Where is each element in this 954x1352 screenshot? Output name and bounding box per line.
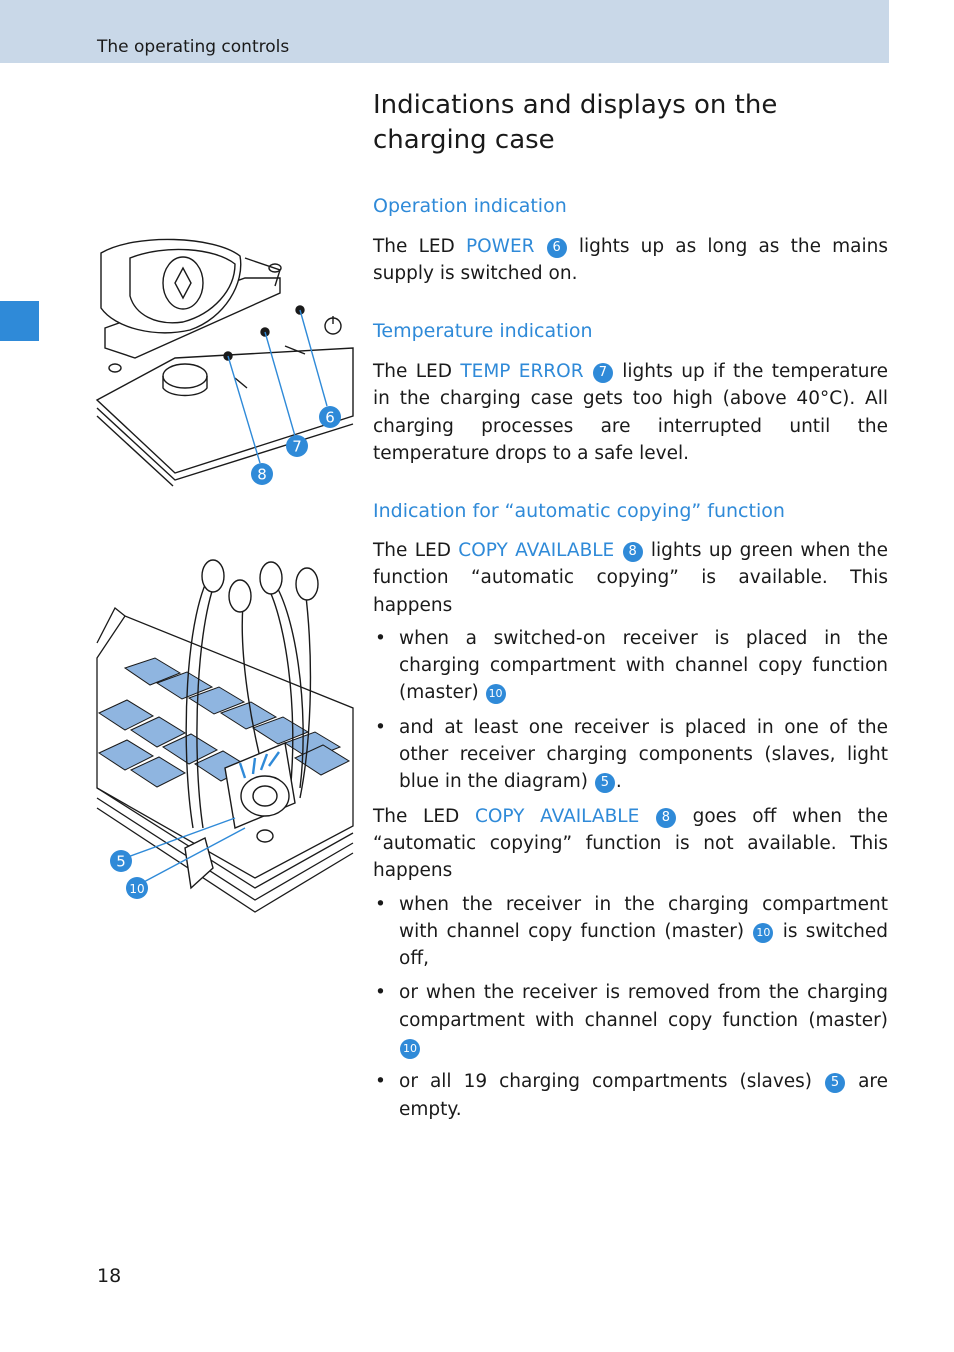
list-item: when a switched-on receiver is placed in… [373,625,888,707]
header-band [0,0,889,63]
svg-text:6: 6 [325,409,335,427]
heading-automatic-copying: Indication for “automatic copying” funct… [373,500,785,522]
copy-off-conditions: when the receiver in the charging compar… [373,891,888,1123]
led-copy-available-label: COPY AVAILABLE [458,540,615,561]
svg-text:5: 5 [116,853,126,871]
heading-operation-indication: Operation indication [373,195,567,217]
page-number: 18 [97,1265,122,1287]
badge-5: 5 [594,773,615,794]
badge-10: 10 [485,684,506,705]
copy-paragraph-on: The LED COPY AVAILABLE 8 lights up green… [373,540,888,616]
badge-8: 8 [655,807,676,828]
badge-8: 8 [622,542,643,562]
badge-7: 7 [592,363,613,383]
operation-section: The LED POWER 6 lights up as long as the… [373,233,888,288]
led-panel-illustration: 6 7 8 [95,238,354,487]
list-item: or when the receiver is removed from the… [373,979,888,1061]
led-temp-error-label: TEMP ERROR [460,361,584,382]
badge-10: 10 [400,1039,420,1060]
copy-paragraph-off: The LED COPY AVAILABLE 8 goes off when t… [373,805,888,882]
copy-section: The LED COPY AVAILABLE 8 lights up green… [373,537,888,1130]
callout-badges-lower: 5 10 [110,850,148,899]
badge-5: 5 [825,1073,846,1094]
led-copy-available-label-2: COPY AVAILABLE [474,805,640,827]
svg-text:7: 7 [292,438,302,456]
running-header: The operating controls [97,37,290,57]
operation-paragraph: The LED POWER 6 lights up as long as the… [373,236,888,285]
svg-text:8: 8 [257,466,267,484]
copy-on-conditions: when a switched-on receiver is placed in… [373,625,888,796]
page-title: Indications and displays on the charging… [373,90,778,155]
list-item: when the receiver in the charging compar… [373,891,888,973]
list-item: or all 19 charging compartments (slaves)… [373,1068,888,1123]
charging-case-illustration: 5 10 [96,559,354,913]
badge-10: 10 [753,922,774,943]
led-power-label: POWER [465,236,535,257]
list-item: and at least one receiver is placed in o… [373,714,888,796]
section-tab-marker [0,301,39,341]
callout-badges: 6 7 8 [251,406,341,485]
heading-temperature-indication: Temperature indication [373,320,593,342]
badge-6: 6 [546,238,567,258]
svg-text:10: 10 [129,882,144,896]
temperature-paragraph: The LED TEMP ERROR 7 lights up if the te… [373,361,889,464]
temperature-section: The LED TEMP ERROR 7 lights up if the te… [373,358,888,467]
